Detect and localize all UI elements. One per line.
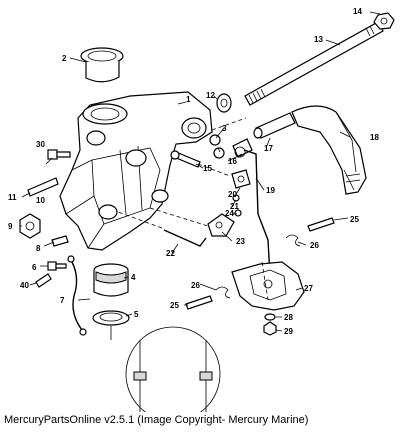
parts-diagram: 1234567891011121314151617181920212223242… — [8, 7, 395, 412]
callout-8: 8 — [36, 244, 41, 253]
callout-24: 24 — [225, 209, 234, 218]
callout-17: 17 — [264, 144, 273, 153]
washer-part — [216, 93, 232, 113]
callout-13: 13 — [314, 35, 323, 44]
clip-part — [231, 169, 251, 189]
screw-part — [170, 150, 201, 168]
callout-16: 16 — [228, 157, 237, 166]
ground-screw-part — [47, 261, 67, 271]
callout-labels: 1234567891011121314151617181920212223242… — [8, 7, 379, 336]
bushing-part — [80, 47, 124, 83]
ground-strap-part — [67, 255, 87, 336]
nut-part — [373, 12, 395, 30]
callout-23: 23 — [236, 237, 245, 246]
callout-19: 19 — [266, 186, 275, 195]
small-bushing-part — [209, 134, 225, 159]
callout-22: 22 — [166, 249, 175, 258]
callout-14: 14 — [353, 7, 362, 16]
callout-26: 26 — [310, 241, 319, 250]
bolt-40-part — [35, 273, 52, 288]
reverse-lock-rod-part — [117, 211, 207, 247]
callout-10: 10 — [36, 196, 45, 205]
reverse-lock-cam-part — [231, 261, 305, 311]
link-rod-part — [243, 149, 271, 277]
callout-29: 29 — [284, 327, 293, 336]
swivel-bracket-part — [59, 91, 213, 251]
tilt-bushing-part — [232, 138, 253, 158]
callout-20: 20 — [228, 190, 237, 199]
callout-30: 30 — [36, 140, 45, 149]
callout-40: 40 — [20, 281, 29, 290]
callout-1: 1 — [186, 95, 191, 104]
callout-15: 15 — [203, 164, 212, 173]
callout-9: 9 — [8, 222, 13, 231]
callout-21: 21 — [230, 202, 239, 211]
flange-nut-part — [19, 213, 41, 239]
callout-7: 7 — [60, 296, 65, 305]
detail-view — [110, 326, 221, 412]
callout-2: 2 — [62, 54, 67, 63]
seal-ring-part — [92, 310, 130, 326]
tilt-lever-part — [291, 105, 367, 195]
callout-25: 25 — [170, 301, 179, 310]
callout-26: 26 — [191, 281, 200, 290]
hardware-parts — [263, 313, 277, 336]
callout-4: 4 — [131, 273, 136, 282]
pin-part — [27, 177, 59, 197]
clips-part — [215, 234, 301, 299]
small-parts — [232, 194, 242, 217]
shaft-part — [244, 21, 384, 106]
copyright-footer: MercuryPartsOnline v2.5.1 (Image Copyrig… — [4, 414, 309, 426]
callout-6: 6 — [32, 263, 37, 272]
callout-28: 28 — [284, 313, 293, 322]
assembly-lines — [149, 117, 269, 301]
anode-screw-part — [51, 235, 69, 247]
callout-18: 18 — [370, 133, 379, 142]
leader-lines — [20, 11, 381, 332]
lower-bushing-part — [93, 263, 129, 297]
callout-12: 12 — [206, 91, 215, 100]
callout-27: 27 — [304, 284, 313, 293]
callout-25: 25 — [350, 215, 359, 224]
callout-5: 5 — [134, 310, 139, 319]
bolt-part — [47, 149, 71, 160]
rod-bracket-part — [207, 213, 235, 237]
pins-part — [185, 217, 335, 310]
callout-3: 3 — [222, 124, 227, 133]
tilt-pin-part — [253, 112, 296, 139]
callout-11: 11 — [8, 193, 17, 202]
